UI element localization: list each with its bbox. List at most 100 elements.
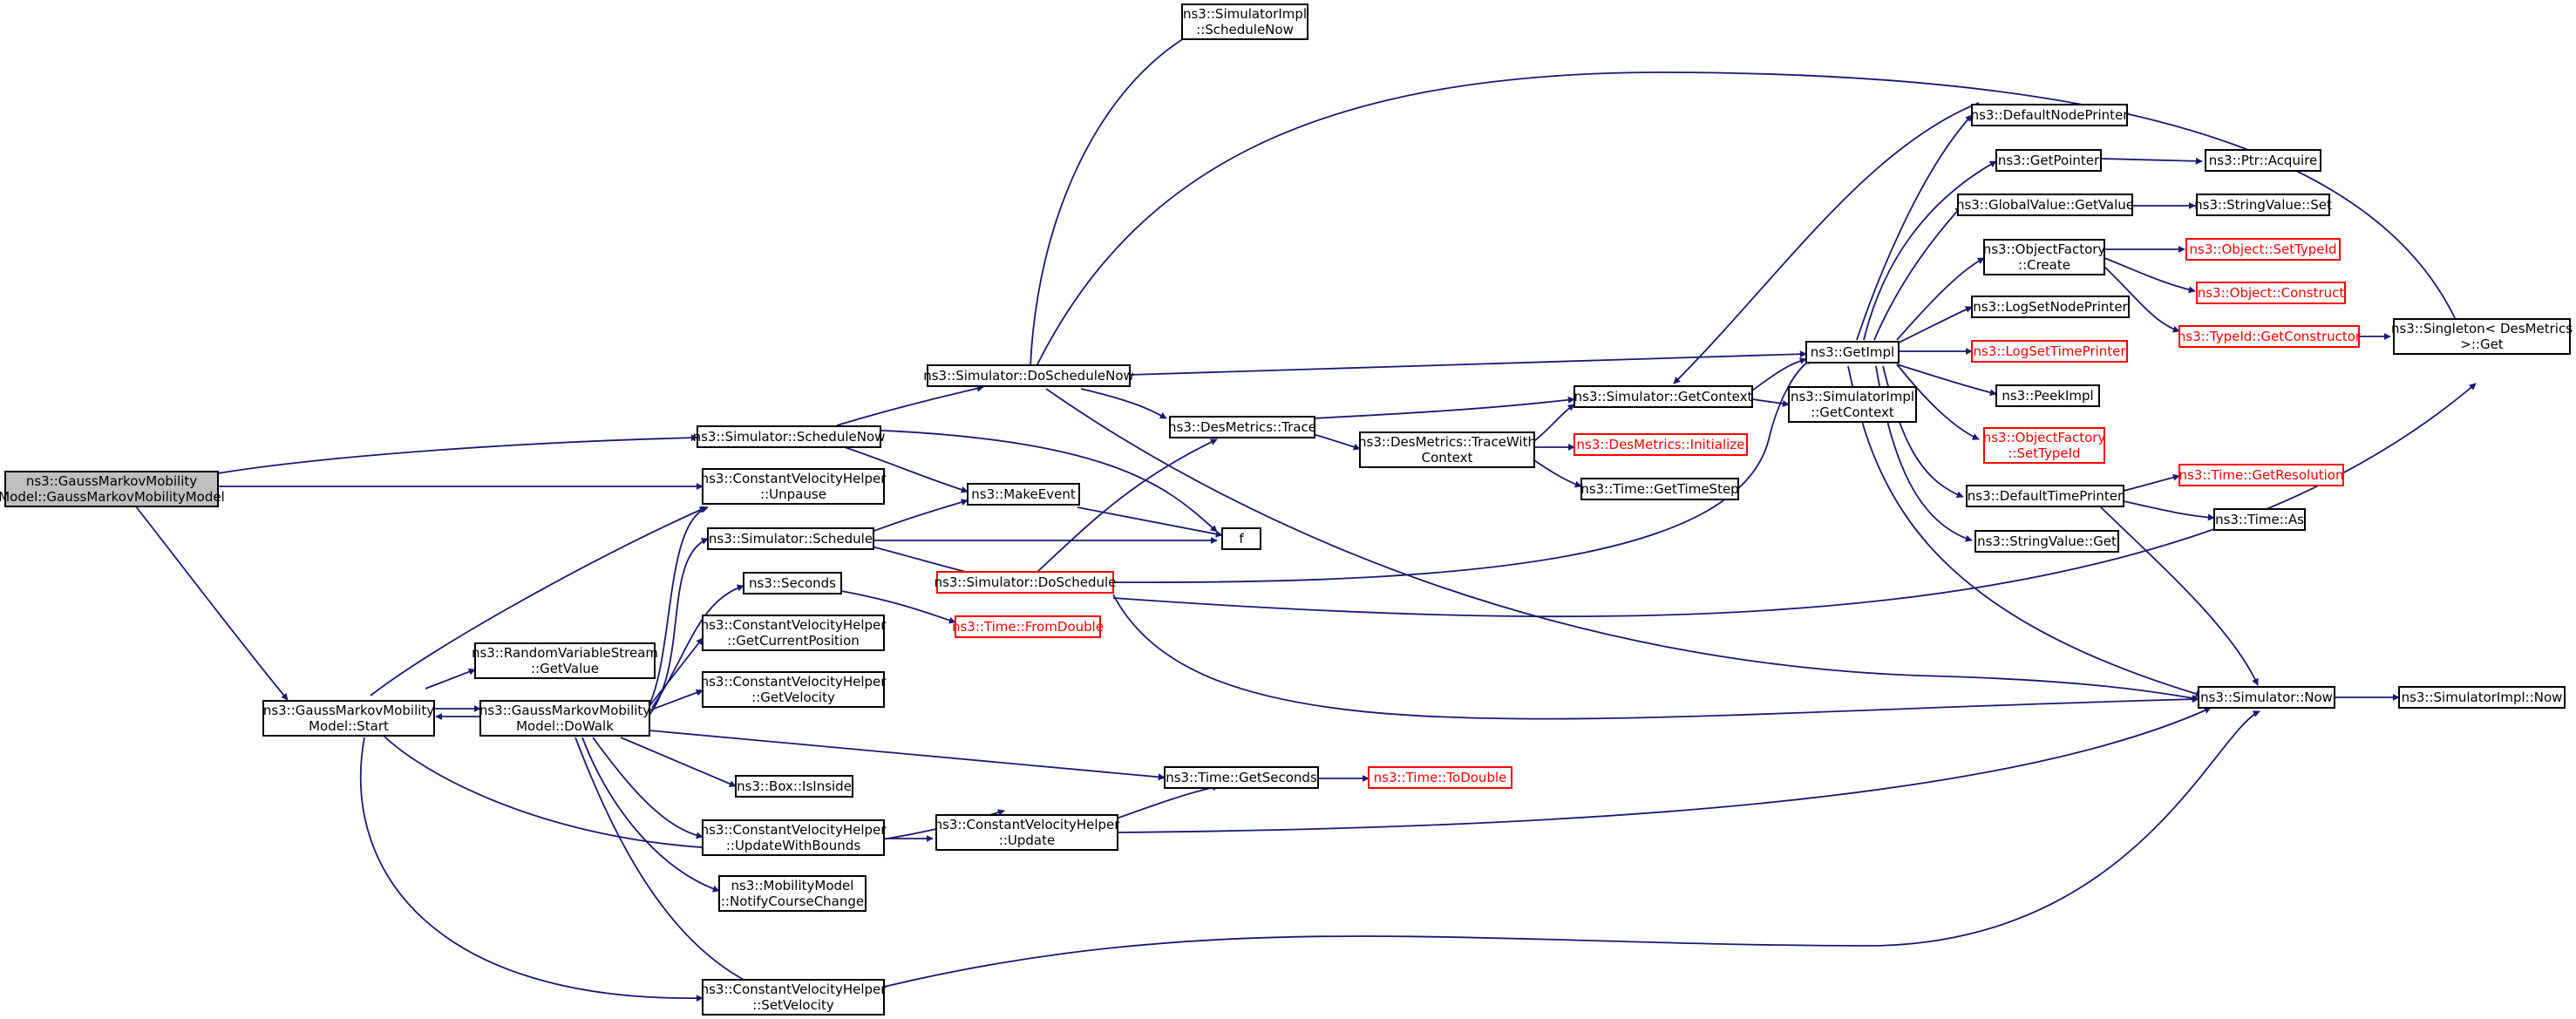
node-time-to-double[interactable]: ns3::Time::ToDouble [1368,766,1512,789]
node-get-impl[interactable]: ns3::GetImpl [1805,341,1900,363]
node-time-get-seconds[interactable]: ns3::Time::GetSeconds [1164,766,1319,789]
node-time-from-double[interactable]: ns3::Time::FromDouble [952,615,1104,638]
call-edge [840,590,956,624]
node-mobility-notify-course-change[interactable]: ns3::MobilityModel ::NotifyCourseChange [718,875,867,912]
node-label: ns3::StringValue::Get [1977,533,2117,549]
node-label: ns3::Time::GetTimeStep [1580,481,1738,497]
call-edges [134,32,2477,1002]
node-label: ::Create [2018,257,2070,273]
node-box [935,814,1118,851]
node-gauss-markov-start[interactable]: ns3::GaussMarkovMobility Model::Start [262,700,435,737]
node-label: ns3::GetImpl [1811,344,1894,360]
node-gauss-markov-do-walk[interactable]: ns3::GaussMarkovMobility Model::DoWalk [479,700,650,737]
node-box [2398,686,2566,709]
call-edge [836,444,969,493]
node-box [955,615,1101,638]
node-box [2393,318,2571,355]
node-seconds[interactable]: ns3::Seconds [743,572,842,594]
node-des-metrics-initialize[interactable]: ns3::DesMetrics::Initialize [1573,433,1748,456]
node-label: ::Unpause [760,486,826,502]
call-edge [581,737,720,893]
node-label: ns3::DesMetrics::Initialize [1577,437,1745,452]
node-label: >::Get [2460,336,2504,352]
node-type-id-get-constructor[interactable]: ns3::TypeId::GetConstructor [2178,325,2362,348]
node-box [707,527,874,550]
node-ptr-acquire[interactable]: ns3::Ptr::Acquire [2205,149,2321,172]
node-label: ns3::Time::FromDouble [952,619,1104,635]
node-make-event[interactable]: ns3::MakeEvent [967,483,1080,506]
node-box [1983,239,2105,275]
node-box [1966,485,2124,507]
node-object-factory-create[interactable]: ns3::ObjectFactory ::Create [1983,239,2106,275]
node-cvh-get-velocity[interactable]: ns3::ConstantVelocityHelper ::GetVelocit… [701,671,887,708]
call-edge [1080,388,1167,419]
node-singleton-des-metrics-get[interactable]: ns3::Singleton< DesMetrics >::Get [2391,318,2573,355]
node-cvh-unpause[interactable]: ns3::ConstantVelocityHelper ::Unpause [701,468,887,505]
call-edge [1882,365,1964,499]
node-object-construct[interactable]: ns3::Object::Construct [2196,282,2346,304]
node-box [702,819,885,856]
node-cvh-update-with-bounds[interactable]: ns3::ConstantVelocityHelper ::UpdateWith… [701,819,887,856]
node-label: ::ScheduleNow [1196,22,1294,37]
node-get-pointer[interactable]: ns3::GetPointer [1995,149,2102,172]
call-edge [1037,438,1218,573]
node-random-variable-get-value[interactable]: ns3::RandomVariableStream ::GetValue [472,642,658,679]
node-time-get-time-step[interactable]: ns3::Time::GetTimeStep [1580,478,1739,500]
node-box [735,775,853,798]
call-edge [1312,433,1361,451]
node-box [697,425,881,448]
node-cvh-get-current-position[interactable]: ns3::ConstantVelocityHelper ::GetCurrent… [701,615,887,651]
node-log-set-node-printer[interactable]: ns3::LogSetNodePrinter [1971,296,2130,318]
node-label: ns3::Singleton< DesMetrics [2391,321,2573,336]
node-peek-impl[interactable]: ns3::PeekImpl [1995,384,2100,407]
node-simulator-schedule[interactable]: ns3::Simulator::Schedule [707,527,874,550]
call-edge [425,668,476,690]
call-edge [649,689,703,711]
node-label: ns3::Seconds [749,575,836,591]
node-des-metrics-trace-with-context[interactable]: ns3::DesMetrics::TraceWith Context [1358,431,1536,468]
node-label: ns3::Time::ToDouble [1374,770,1507,785]
node-label: ns3::DesMetrics::TraceWith [1358,434,1536,450]
call-edge [2123,473,2180,492]
node-object-factory-set-type-id[interactable]: ns3::ObjectFactory ::SetTypeId [1983,427,2106,464]
node-simulator-schedule-now[interactable]: ns3::Simulator::ScheduleNow [693,425,886,448]
node-label: ::NotifyCourseChange [721,893,864,909]
node-simulator-get-context[interactable]: ns3::Simulator::GetContext [1573,385,1753,408]
node-label: ns3::Simulator::Schedule [709,531,873,547]
node-f[interactable]: f [1221,527,1261,550]
node-simimpl-schedule-now[interactable]: ns3::SimulatorImpl ::ScheduleNow [1181,3,1308,40]
node-label: ns3::LogSetTimePrinter [1973,343,2126,359]
node-time-as[interactable]: ns3::Time::As [2213,508,2306,531]
node-des-metrics-trace[interactable]: ns3::DesMetrics::Trace [1168,416,1316,438]
node-simulator-do-schedule-now[interactable]: ns3::Simulator::DoScheduleNow [923,364,1134,387]
node-object-set-type-id[interactable]: ns3::Object::SetTypeId [2185,238,2341,261]
node-log-set-time-printer[interactable]: ns3::LogSetTimePrinter [1971,340,2128,363]
call-edge [1896,363,1997,397]
node-box [2205,149,2321,172]
node-box [1164,766,1319,789]
node-string-value-set[interactable]: ns3::StringValue::Set [2194,194,2332,216]
node-simimpl-get-context[interactable]: ns3::SimulatorImpl ::GetContext [1788,386,1917,423]
node-box [1995,384,2100,407]
node-simulator-do-schedule[interactable]: ns3::Simulator::DoSchedule [935,571,1117,594]
call-edge [2104,266,2180,333]
call-edge [1128,350,1807,376]
node-simimpl-now[interactable]: ns3::SimulatorImpl::Now [2398,686,2566,709]
node-cvh-update[interactable]: ns3::ConstantVelocityHelper ::Update [935,814,1121,851]
node-default-node-printer[interactable]: ns3::DefaultNodePrinter [1971,104,2130,126]
call-edge [1533,404,1575,442]
node-string-value-get[interactable]: ns3::StringValue::Get [1974,530,2119,553]
node-simulator-now[interactable]: ns3::Simulator::Now [2198,686,2335,709]
node-box-is-inside[interactable]: ns3::Box::IsInside [735,775,853,798]
node-time-get-resolution[interactable]: ns3::Time::GetResolution [2178,464,2344,486]
node-box [1995,149,2102,172]
node-box [1788,386,1917,423]
node-label: ::SetVelocity [752,997,834,1013]
node-default-time-printer[interactable]: ns3::DefaultTimePrinter [1966,485,2124,507]
call-edge [592,737,703,839]
node-box [702,979,885,1016]
node-label: ns3::SimulatorImpl [1183,6,1307,22]
node-gauss-markov-mobility-model-ctor[interactable]: ns3::GaussMarkovMobility Model::GaussMar… [0,471,225,507]
node-global-value-get-value[interactable]: ns3::GlobalValue::GetValue [1956,194,2134,216]
node-cvh-set-velocity[interactable]: ns3::ConstantVelocityHelper ::SetVelocit… [701,979,887,1016]
